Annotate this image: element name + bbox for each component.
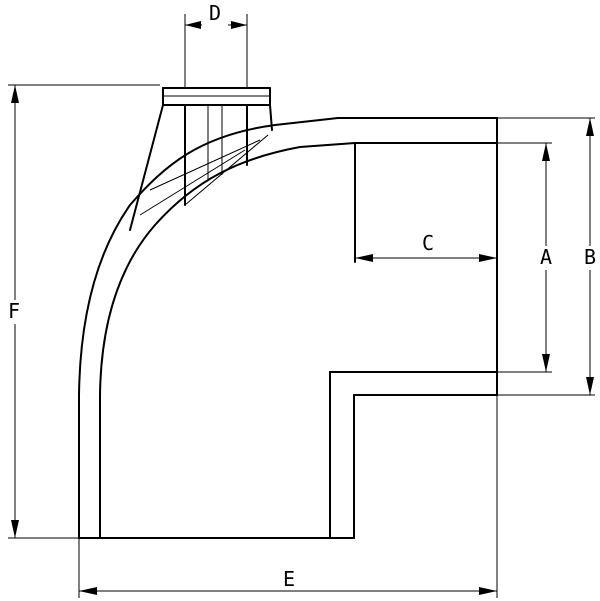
dim-arrow-d-right [231,21,247,29]
elbow-body [78,117,498,539]
dim-arrow-f-bottom [11,520,19,538]
dim-arrow-d-left [185,21,201,29]
dim-arrow-b-bottom [586,377,594,395]
label-f-bg [2,300,26,324]
outer-bend-curve [78,117,498,396]
outlet-hatch-2 [184,134,269,206]
label-b-bg [578,246,600,270]
dim-arrow-e-right [479,587,497,595]
dimension-labels: D F C A B E [2,1,600,591]
dim-arrow-a-top [542,143,550,161]
dimension-lines [11,21,594,595]
dim-arrow-f-top [11,85,19,103]
label-d-bg [202,5,228,27]
label-c: C [422,231,434,255]
dim-arrow-c-right [479,254,497,262]
outlet-hatch-3 [139,149,246,216]
dim-arrow-e-left [79,587,97,595]
outlet-hatch-1 [149,139,261,191]
label-a: A [540,245,552,269]
label-f: F [8,299,20,323]
label-a-bg [534,246,558,270]
label-d: D [209,1,221,25]
outlet-boss-left [129,104,164,231]
label-e: E [283,567,295,591]
outlet-boss-right [269,104,273,131]
label-b: B [584,245,596,269]
inner-bend-curve [99,142,356,396]
dim-arrow-c-left [355,254,373,262]
top-outlet [129,87,273,231]
extension-lines [8,14,595,598]
dim-arrow-a-bottom [542,354,550,372]
dim-arrow-b-top [586,118,594,136]
